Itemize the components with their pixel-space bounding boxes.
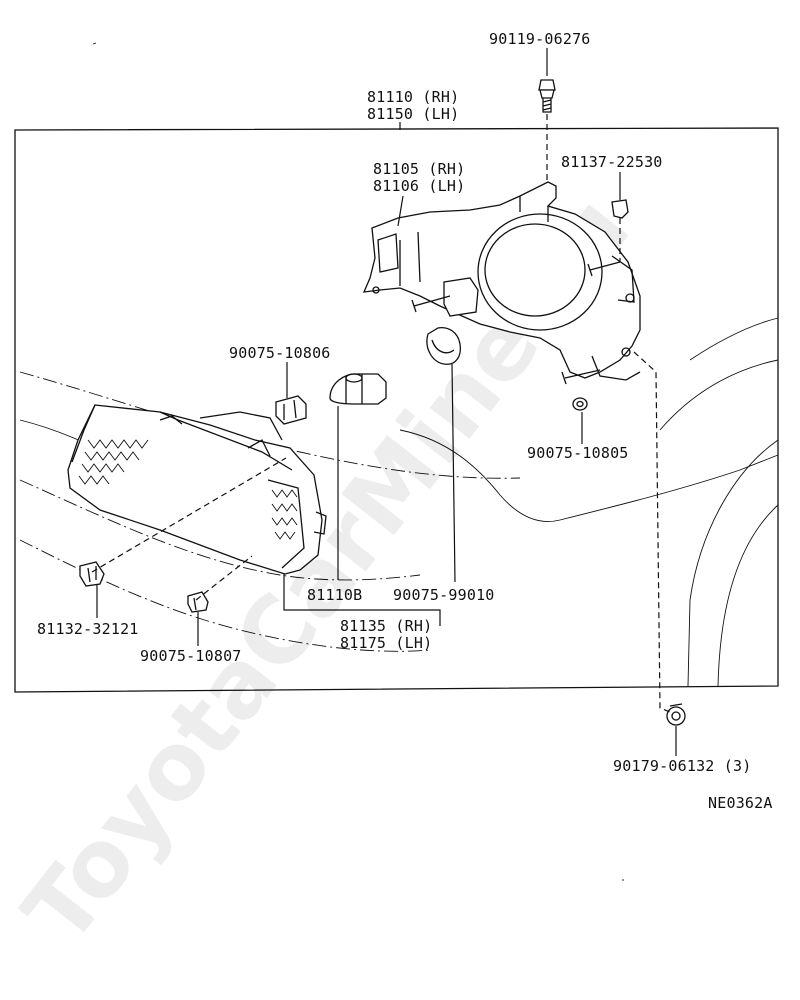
adjust-screw-part <box>611 199 629 219</box>
top-screw-part <box>538 79 556 113</box>
diagram-ref-code: NE0362A <box>708 794 773 812</box>
label-housing-lh: 81106 (LH) <box>373 177 465 195</box>
label-clip-left: 81132-32121 <box>37 620 139 638</box>
bottom-nut-part <box>666 703 686 726</box>
label-bottom-nut: 90179-06132 (3) <box>613 757 751 775</box>
label-bulb: 81110B <box>307 586 362 604</box>
label-screw-top: 90119-06276 <box>489 30 591 48</box>
clip-left-part <box>79 561 105 587</box>
label-headlamp-assy-lh: 81150 (LH) <box>367 105 459 123</box>
lens-hatch <box>78 439 298 540</box>
label-lens-lh: 81175 (LH) <box>340 634 432 652</box>
label-right-nut: 90075-10805 <box>527 444 629 462</box>
label-adjust-screw: 81137-22530 <box>561 153 663 171</box>
right-nut-part <box>572 397 588 411</box>
clip-small-part <box>187 591 209 613</box>
label-socket-ring: 90075-99010 <box>393 586 495 604</box>
label-housing-rh: 81105 (RH) <box>373 160 465 178</box>
label-lens-rh: 81135 (RH) <box>340 617 432 635</box>
headlamp-lens <box>67 404 327 575</box>
assembly-frame <box>14 127 779 693</box>
bulb-socket-part <box>275 395 307 425</box>
label-clip-small: 90075-10807 <box>140 647 242 665</box>
label-headlamp-assy-rh: 81110 (RH) <box>367 88 459 106</box>
socket-ring-part <box>426 326 462 365</box>
assembly-lines <box>91 114 671 713</box>
leader-lines <box>96 48 677 756</box>
headlamp-housing <box>362 181 641 385</box>
label-bulb-socket: 90075-10806 <box>229 344 331 362</box>
bulb-part <box>329 373 387 405</box>
